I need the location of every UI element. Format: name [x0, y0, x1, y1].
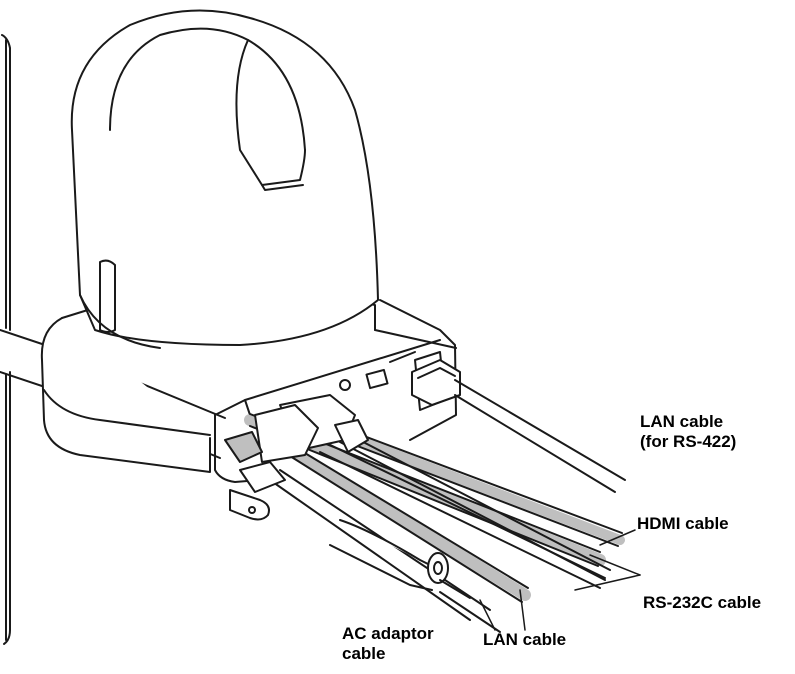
- label-ac-adaptor-cable: AC adaptor cable: [342, 624, 434, 664]
- lan-rs422-connector: [411, 359, 626, 493]
- label-lan-cable-rs422-line2: (for RS-422): [640, 432, 737, 451]
- label-lan-cable-rs422: LAN cable (for RS-422): [640, 412, 736, 452]
- camera-head: [70, 9, 379, 349]
- label-lan-cable: LAN cable: [483, 630, 567, 649]
- ac-adaptor-plug: [229, 489, 501, 633]
- label-hdmi-cable: HDMI cable: [637, 514, 729, 533]
- label-lan-cable-rs422-line1: LAN cable: [640, 412, 724, 431]
- label-ac-adaptor-line2: cable: [342, 644, 386, 663]
- cable-plugs: [224, 394, 369, 493]
- label-ac-adaptor-line1: AC adaptor: [342, 624, 434, 643]
- label-rs232c-cable: RS-232C cable: [643, 593, 762, 612]
- leader-lines: [479, 529, 641, 631]
- cable-bundle: [244, 411, 625, 621]
